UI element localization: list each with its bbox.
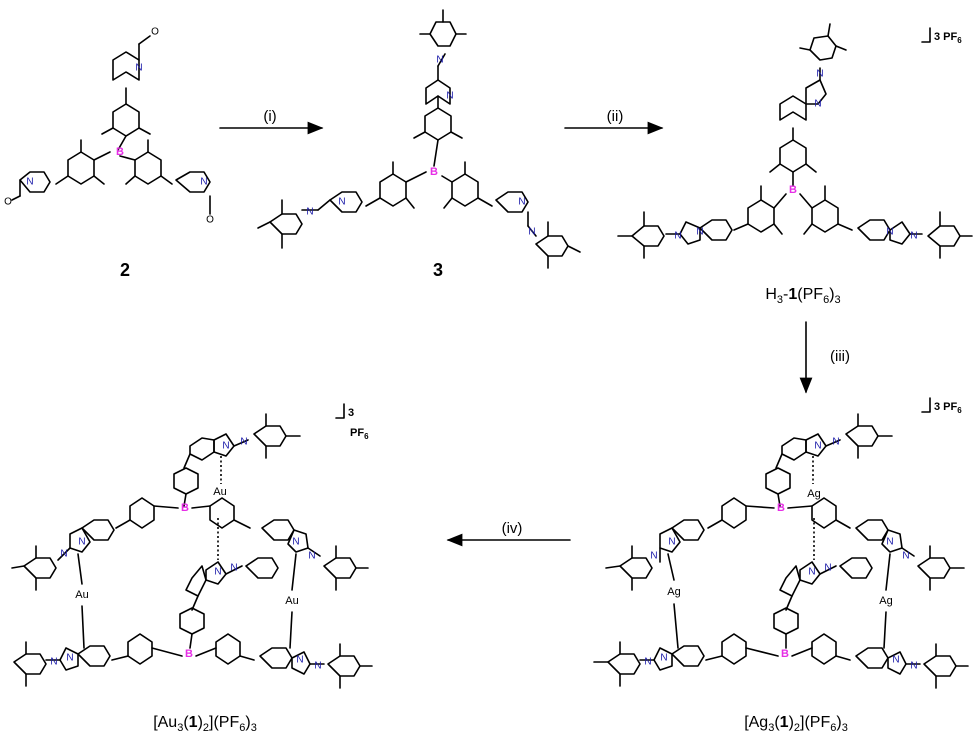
gold-complex-label: [Au3(1)2](PF6)3 [153, 714, 257, 734]
silver-atom: Ag [667, 586, 680, 598]
boron-atom: B [185, 648, 193, 660]
nitrogen-atom: N [222, 441, 229, 452]
counterion-count: 3 [348, 407, 354, 419]
nitrogen-atom: N [892, 655, 899, 666]
gold-complex-structure: B B Au Au Au N N N N N N N N N N N N [11, 413, 373, 689]
nitrogen-atom: N [644, 657, 651, 668]
nitrogen-atom: N [66, 653, 73, 664]
nitrogen-atom: N [910, 231, 917, 242]
reaction-step-ii-label: (ii) [607, 108, 624, 125]
counterion-label: 3 PF6 [934, 401, 962, 415]
compound-3-label: 3 [433, 260, 443, 280]
nitrogen-atom: N [60, 549, 67, 560]
nitrogen-atom: N [314, 661, 321, 672]
nitrogen-atom: N [78, 537, 85, 548]
charge-bracket [921, 27, 931, 43]
gold-atom: Au [285, 595, 298, 607]
nitrogen-atom: N [240, 437, 247, 448]
nitrogen-atom: N [518, 197, 525, 208]
silver-complex-label: [Ag3(1)2](PF6)3 [744, 714, 848, 734]
nitrogen-atom: N [338, 197, 345, 208]
nitrogen-atom: N [50, 657, 57, 668]
nitrogen-atom: N [660, 653, 667, 664]
nitrogen-atom: N [674, 231, 681, 242]
reaction-step-iii-label: (iii) [830, 348, 850, 365]
boron-atom: B [181, 502, 189, 514]
nitrogen-atom: N [306, 207, 313, 218]
nitrogen-atom: N [26, 177, 33, 188]
boron-atom: B [789, 184, 797, 196]
oxygen-atom: O [4, 197, 12, 208]
compound-3-structure: B N N N N N N [257, 9, 581, 269]
boron-atom: B [116, 146, 124, 158]
counterion-label: 3 PF6 [934, 31, 962, 45]
h3-ligand-structure: B N N N N N N [617, 23, 973, 259]
charge-bracket [335, 403, 345, 419]
nitrogen-atom: N [135, 63, 142, 74]
nitrogen-atom: N [436, 55, 443, 66]
nitrogen-atom: N [308, 551, 315, 562]
gold-atom: Au [75, 589, 88, 601]
silver-complex-structure: B B Ag Ag Ag N N N N N N N N N N N N [593, 413, 969, 689]
nitrogen-atom: N [808, 567, 815, 578]
nitrogen-atom: N [814, 99, 821, 110]
nitrogen-atom: N [910, 661, 917, 672]
nitrogen-atom: N [696, 227, 703, 238]
gold-atom: Au [213, 486, 226, 498]
nitrogen-atom: N [832, 437, 839, 448]
nitrogen-atom: N [668, 537, 675, 548]
nitrogen-atom: N [292, 537, 299, 548]
nitrogen-atom: N [902, 551, 909, 562]
nitrogen-atom: N [824, 563, 831, 574]
nitrogen-atom: N [650, 551, 657, 562]
charge-bracket [921, 397, 931, 413]
nitrogen-atom: N [814, 441, 821, 452]
compound-2-label: 2 [120, 260, 130, 280]
nitrogen-atom: N [230, 563, 237, 574]
nitrogen-atom: N [296, 655, 303, 666]
nitrogen-atom: N [528, 227, 535, 238]
nitrogen-atom: N [886, 227, 893, 238]
compound-2-structure: B N N N O O O [4, 27, 214, 226]
boron-atom: B [430, 166, 438, 178]
oxygen-atom: O [206, 215, 214, 226]
silver-atom: Ag [807, 488, 820, 500]
h3-ligand-label: H3-1(PF6)3 [765, 286, 840, 306]
nitrogen-atom: N [816, 69, 823, 80]
oxygen-atom: O [151, 27, 159, 38]
reaction-step-iv-label: (iv) [502, 520, 523, 537]
boron-atom: B [777, 502, 785, 514]
boron-atom: B [781, 648, 789, 660]
silver-atom: Ag [879, 595, 892, 607]
counterion-label: PF6 [350, 427, 369, 441]
nitrogen-atom: N [214, 567, 221, 578]
nitrogen-atom: N [200, 177, 207, 188]
nitrogen-atom: N [886, 537, 893, 548]
reaction-step-i-label: (i) [263, 108, 276, 125]
nitrogen-atom: N [446, 91, 453, 102]
